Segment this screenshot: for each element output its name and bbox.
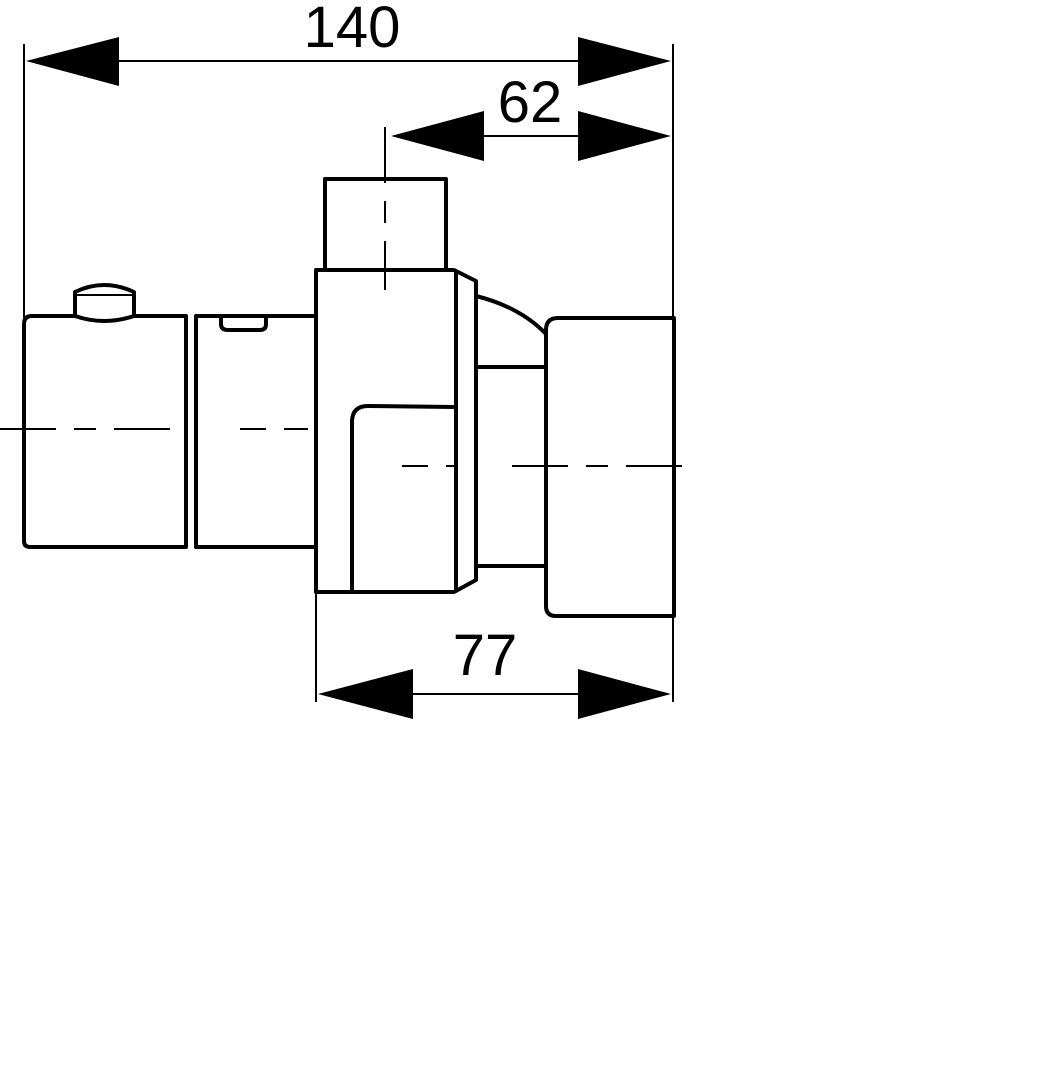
arrow-head-right bbox=[578, 37, 671, 86]
valve-body bbox=[314, 268, 478, 594]
dimension-body-outlet: 77 bbox=[315, 592, 674, 719]
spindle bbox=[323, 177, 448, 272]
outlet-neck-curve bbox=[474, 294, 548, 336]
screw-top bbox=[73, 283, 136, 318]
dimension-label-offset: 62 bbox=[498, 70, 563, 135]
valve-head-body bbox=[22, 314, 188, 549]
dimension-label-body-outlet: 77 bbox=[453, 623, 518, 688]
union-nut bbox=[544, 316, 676, 618]
outlet-neck bbox=[474, 294, 548, 568]
union-nut-body bbox=[544, 316, 676, 618]
valve-body-outline bbox=[314, 268, 478, 594]
arrow-head-offset-left bbox=[391, 111, 484, 161]
dimension-label-overall: 140 bbox=[304, 0, 401, 60]
arrow-head-left bbox=[26, 37, 119, 86]
arrow-head-offset-right bbox=[578, 111, 671, 161]
dimension-offset: 62 bbox=[391, 70, 671, 161]
dimension-overall-width: 140 bbox=[23, 0, 674, 318]
coupling-nut bbox=[194, 314, 318, 549]
valve-head bbox=[22, 283, 188, 549]
center-lines bbox=[0, 127, 694, 467]
spindle-body bbox=[323, 177, 448, 272]
coupling-nut-body bbox=[194, 314, 318, 549]
valve-body-outlet-port bbox=[350, 404, 456, 592]
arrow-head-body-left bbox=[318, 669, 413, 719]
coupling-nut-slot bbox=[219, 316, 268, 332]
arrow-head-body-right bbox=[578, 669, 671, 719]
